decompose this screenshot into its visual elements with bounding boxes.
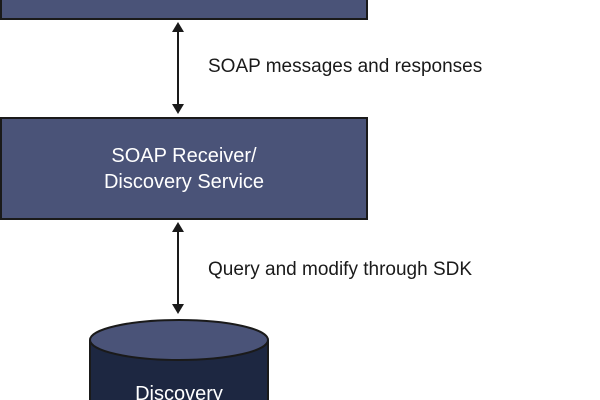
soap-receiver-label: SOAP Receiver/ Discovery Service	[104, 143, 264, 195]
discovery-database-label: Discovery	[135, 383, 223, 400]
top-node-box	[0, 0, 368, 20]
bidirectional-arrow-sdk	[168, 222, 188, 314]
database-icon	[89, 319, 269, 400]
discovery-database-cylinder: Discovery	[88, 318, 270, 400]
edge-label-soap-messages: SOAP messages and responses	[208, 56, 483, 77]
soap-receiver-node: SOAP Receiver/ Discovery Service	[0, 117, 368, 220]
soap-receiver-label-line-2: Discovery Service	[103, 170, 265, 193]
edge-label-query-modify: Query and modify through SDK	[208, 259, 473, 280]
bidirectional-arrow-soap	[168, 22, 188, 114]
soap-receiver-label-line-1: SOAP Receiver/	[111, 144, 257, 167]
